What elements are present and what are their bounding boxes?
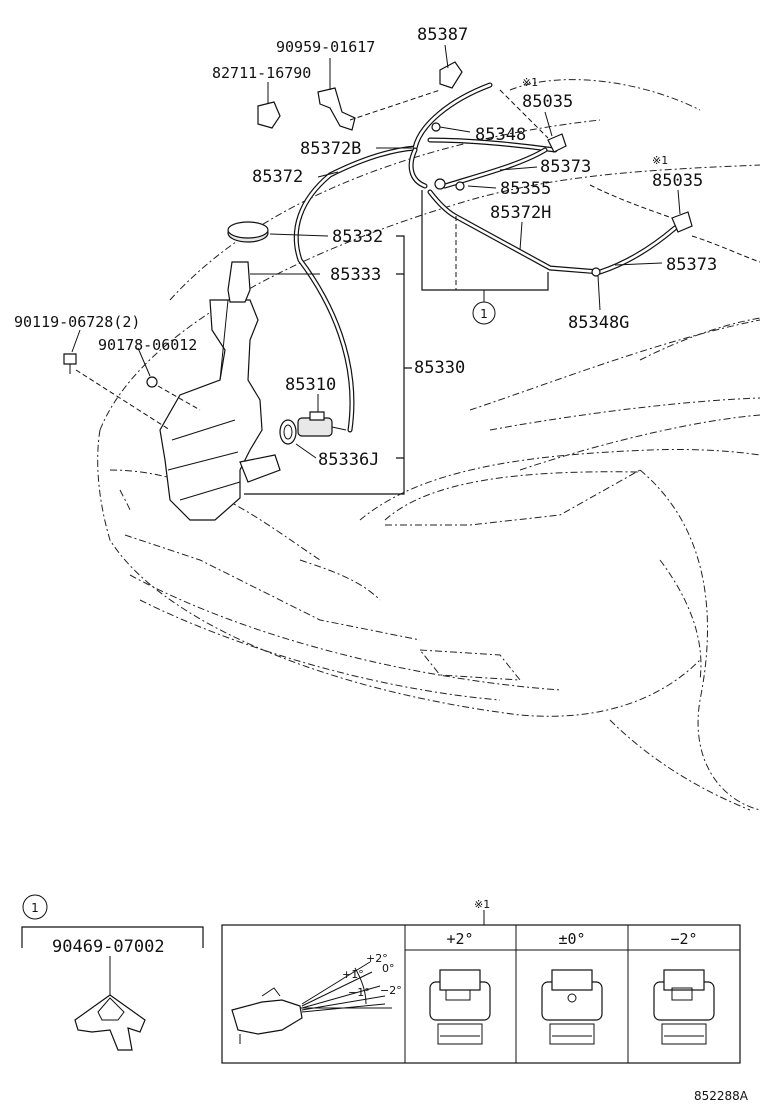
label-85330: 85330	[414, 358, 465, 378]
grommet-85336j	[279, 419, 297, 445]
spray-plus1: +1°	[342, 968, 364, 981]
clip-85387	[439, 61, 463, 89]
nozzle-view-plus2	[429, 969, 491, 1045]
connector-85355	[434, 178, 446, 190]
label-85333: 85333	[330, 265, 381, 285]
spray-minus2: −2°	[380, 984, 402, 997]
label-90119: 90119-06728(2)	[14, 313, 140, 331]
label-85035-a: 85035	[522, 92, 573, 112]
note-mark-b: ※1	[652, 154, 668, 167]
valve-85348g	[591, 267, 601, 277]
header-plus2: +2°	[446, 930, 473, 948]
header-minus2: −2°	[670, 930, 697, 948]
clamp-82711	[257, 101, 281, 129]
label-85387: 85387	[417, 25, 468, 45]
bracket-90959	[317, 87, 356, 131]
vehicle-outline	[97, 79, 760, 811]
label-85372b: 85372B	[300, 139, 361, 159]
angle-table-mark: ※1	[474, 898, 490, 911]
header-zero: ±0°	[558, 930, 585, 948]
label-85332: 85332	[332, 227, 383, 247]
label-85336j: 85336J	[318, 450, 379, 470]
label-90959: 90959-01617	[276, 38, 375, 56]
spray-minus1: −1°	[348, 986, 370, 999]
label-85310: 85310	[285, 375, 336, 395]
detail-part-90469: 90469-07002	[52, 937, 165, 957]
spray-plus2: +2°	[366, 952, 388, 965]
detail-panel: 1 90469-07002	[21, 894, 204, 1051]
nozzle-85035a	[547, 133, 567, 153]
nozzle-view-zero	[541, 969, 603, 1045]
nut-90178	[146, 376, 158, 388]
label-82711: 82711-16790	[212, 64, 311, 82]
nozzle-view-minus2	[653, 969, 715, 1045]
clips	[257, 61, 693, 277]
leader-lines	[71, 44, 760, 495]
washer-tank	[63, 221, 347, 521]
part-labels: 85387 90959-01617 82711-16790 ※1 85035 8…	[14, 25, 717, 470]
detail-circle-1	[22, 894, 48, 920]
label-85372h: 85372H	[490, 203, 551, 223]
note-mark-a: ※1	[522, 76, 538, 89]
nozzle-illustration	[231, 999, 303, 1035]
angle-table: ※1 +2° ±0° −2° +2° +1° 0° −1° −2°	[221, 898, 741, 1064]
label-85373-b: 85373	[666, 255, 717, 275]
detail-clip-part	[74, 994, 146, 1051]
pump-85310	[297, 417, 333, 437]
label-90178: 90178-06012	[98, 336, 197, 354]
bolt-90119	[63, 353, 77, 365]
valve-85348	[431, 122, 441, 132]
callout-number: 1	[480, 307, 488, 321]
nozzle-85035b	[671, 211, 693, 233]
label-85372: 85372	[252, 167, 303, 187]
label-85035-b: 85035	[652, 171, 703, 191]
label-85373-a: 85373	[540, 157, 591, 177]
callout-circle-1	[472, 301, 496, 325]
label-85348g: 85348G	[568, 313, 629, 333]
reference-code: 852288A	[694, 1089, 749, 1103]
label-85348: 85348	[475, 125, 526, 145]
detail-circle-number: 1	[31, 901, 39, 915]
label-85355: 85355	[500, 179, 551, 199]
spray-zero: 0°	[382, 962, 395, 975]
